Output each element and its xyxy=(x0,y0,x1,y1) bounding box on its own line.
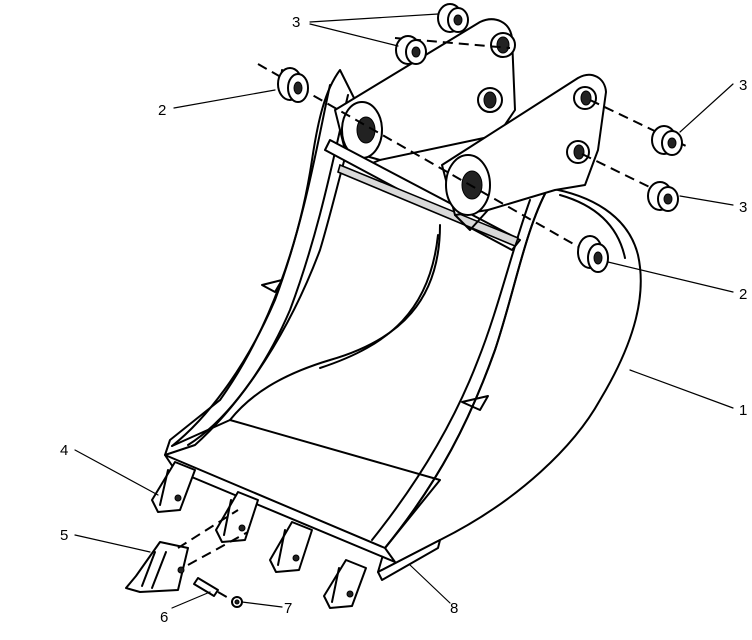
tooth-3rd xyxy=(269,521,313,573)
tooth-4th xyxy=(323,559,367,609)
bucket-body xyxy=(164,69,642,573)
callout-3-right-top: 3 xyxy=(739,77,747,94)
tooth-4 xyxy=(151,461,196,513)
callout-8: 8 xyxy=(450,600,458,617)
callout-7: 7 xyxy=(284,600,292,617)
front-bracket xyxy=(441,73,607,231)
callout-2-left: 2 xyxy=(158,102,166,119)
bushing-2-right xyxy=(577,235,609,273)
bucket-left-side-plate xyxy=(164,69,361,456)
callout-labels: 3 2 3 3 2 1 4 5 6 7 8 xyxy=(60,14,747,626)
bucket-bottom xyxy=(229,419,441,549)
bucket-right-plate-inner-edge xyxy=(559,194,626,259)
exploded-tooth-5 xyxy=(125,509,249,593)
pin-6 xyxy=(193,577,233,601)
bushing-2-left xyxy=(277,67,309,103)
callout-6: 6 xyxy=(160,609,168,626)
leader-lines xyxy=(74,13,734,609)
bushing-3-right-b xyxy=(647,181,679,212)
retainer-7 xyxy=(231,596,243,608)
callout-3-right-bottom: 3 xyxy=(739,199,747,216)
bushing-3-top-a xyxy=(437,3,469,33)
callout-3-top: 3 xyxy=(292,14,300,31)
cutting-edge xyxy=(164,454,441,581)
callout-5: 5 xyxy=(60,527,68,544)
tooth-2nd xyxy=(215,491,259,543)
bushing-3-top-b xyxy=(395,35,427,65)
callout-4: 4 xyxy=(60,442,68,459)
rear-bracket xyxy=(334,18,516,169)
main-pin-axis xyxy=(257,63,606,263)
callout-2-right: 2 xyxy=(739,286,747,303)
bucket-inner-back xyxy=(229,224,441,421)
callout-1: 1 xyxy=(739,402,747,419)
bushing-3-right-a xyxy=(651,125,683,156)
